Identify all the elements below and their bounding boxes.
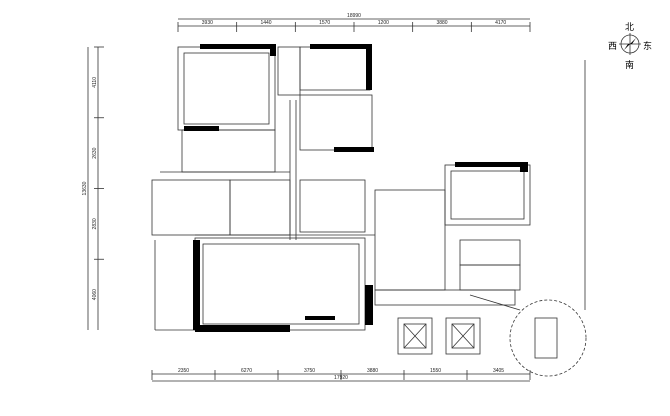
compass-north-label: 北 (625, 23, 635, 33)
utility-room-1 (459, 239, 521, 266)
bottom-dimension-label: 6270 (241, 368, 252, 374)
living-room-inner (202, 243, 360, 325)
compass-west-label: 西 (608, 42, 618, 52)
left-dimension-label: 2630 (92, 147, 98, 158)
bedroom-3 (444, 164, 531, 226)
elevators (397, 317, 481, 355)
left-dimension-label: 2830 (92, 218, 98, 229)
bedroom-2 (299, 94, 373, 151)
balcony-left (151, 179, 231, 236)
room-outlines (151, 46, 531, 331)
bottom-dimension-label: 3405 (493, 368, 504, 374)
living-room (194, 237, 366, 331)
bottom-dimension-label: 2350 (178, 368, 189, 374)
top-dimension-label: 3880 (436, 20, 447, 26)
bedroom-3-inner (450, 170, 525, 220)
bottom-dimension-label: 3880 (367, 368, 378, 374)
bedroom-1 (177, 46, 276, 131)
bottom-dimension-label: 3750 (304, 368, 315, 374)
left-dimension-label: 4110 (92, 77, 98, 88)
structural-walls (184, 44, 528, 332)
corridor (374, 289, 516, 306)
bottom-dimension-total-label: 17920 (334, 375, 348, 381)
top-dimension-label: 1570 (319, 20, 330, 26)
detail-callout (469, 294, 587, 377)
bathroom-2 (299, 46, 371, 91)
middle-room (299, 179, 366, 233)
stair-area (229, 179, 291, 236)
top-dimension-total-label: 18990 (347, 13, 361, 19)
dimension-lines: 3930 1440 1570 1200 3880 4170 18990 2350 6270 375… (82, 13, 586, 382)
top-dimension-label: 1440 (260, 20, 271, 26)
compass-east-label: 东 (643, 42, 653, 52)
bathroom-1 (277, 46, 301, 96)
top-dimension-label: 4170 (495, 20, 506, 26)
bottom-dimension-label: 1550 (430, 368, 441, 374)
utility-room-2 (459, 264, 521, 291)
left-dimension-total-label: 13630 (82, 181, 88, 195)
top-dimension-label: 3930 (202, 20, 213, 26)
kitchen (374, 189, 446, 291)
compass-south-label: 南 (625, 61, 635, 71)
bedroom-1-inner (183, 52, 270, 125)
top-dimension-label: 1200 (378, 20, 389, 26)
left-dimension-label: 4060 (92, 289, 98, 300)
study-room (181, 129, 276, 173)
compass-icon (619, 33, 641, 55)
